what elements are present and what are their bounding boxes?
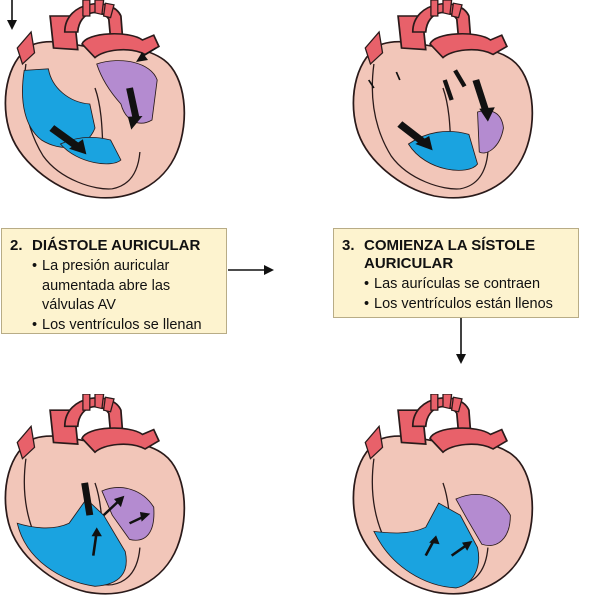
caption-title: 3. COMIENZA LA SÍSTOLE AURICULAR <box>342 237 570 273</box>
caption-step2: 2. DIÁSTOLE AURICULAR La presión auricula… <box>1 228 227 335</box>
title-text-line2: AURICULAR <box>364 255 454 272</box>
title-text: COMIENZA LA SÍSTOLE <box>364 237 536 254</box>
title-text: DIÁSTOLE AURICULAR <box>32 237 201 254</box>
bullet-list: Las aurículas se contraen Los ventrículo… <box>342 275 570 314</box>
bullet-item: Los ventrículos se llenan <box>32 316 218 336</box>
heart-diagram-step3 <box>0 394 190 596</box>
heart-diagram-step4 <box>348 394 538 596</box>
step-number: 2. <box>10 237 23 254</box>
bullet-item: Los ventrículos están llenos <box>364 295 570 315</box>
caption-title: 2. DIÁSTOLE AURICULAR <box>10 237 218 255</box>
caption-step3: 3. COMIENZA LA SÍSTOLE AURICULAR Las aurí… <box>333 228 579 318</box>
heart-diagram-step1 <box>0 0 190 200</box>
left-ventricle-blood <box>101 487 155 541</box>
step-number: 3. <box>342 237 355 254</box>
bullet-item: La presión auricular aumentada abre las … <box>32 257 218 316</box>
heart-diagram-step2 <box>348 0 538 200</box>
bullet-item: Las aurículas se contraen <box>364 275 570 295</box>
right-ventricle-blood <box>16 498 127 587</box>
bullet-list: La presión auricular aumentada abre las … <box>10 257 218 335</box>
right-ventricle-blood <box>373 502 479 589</box>
left-ventricle-blood <box>455 494 511 546</box>
